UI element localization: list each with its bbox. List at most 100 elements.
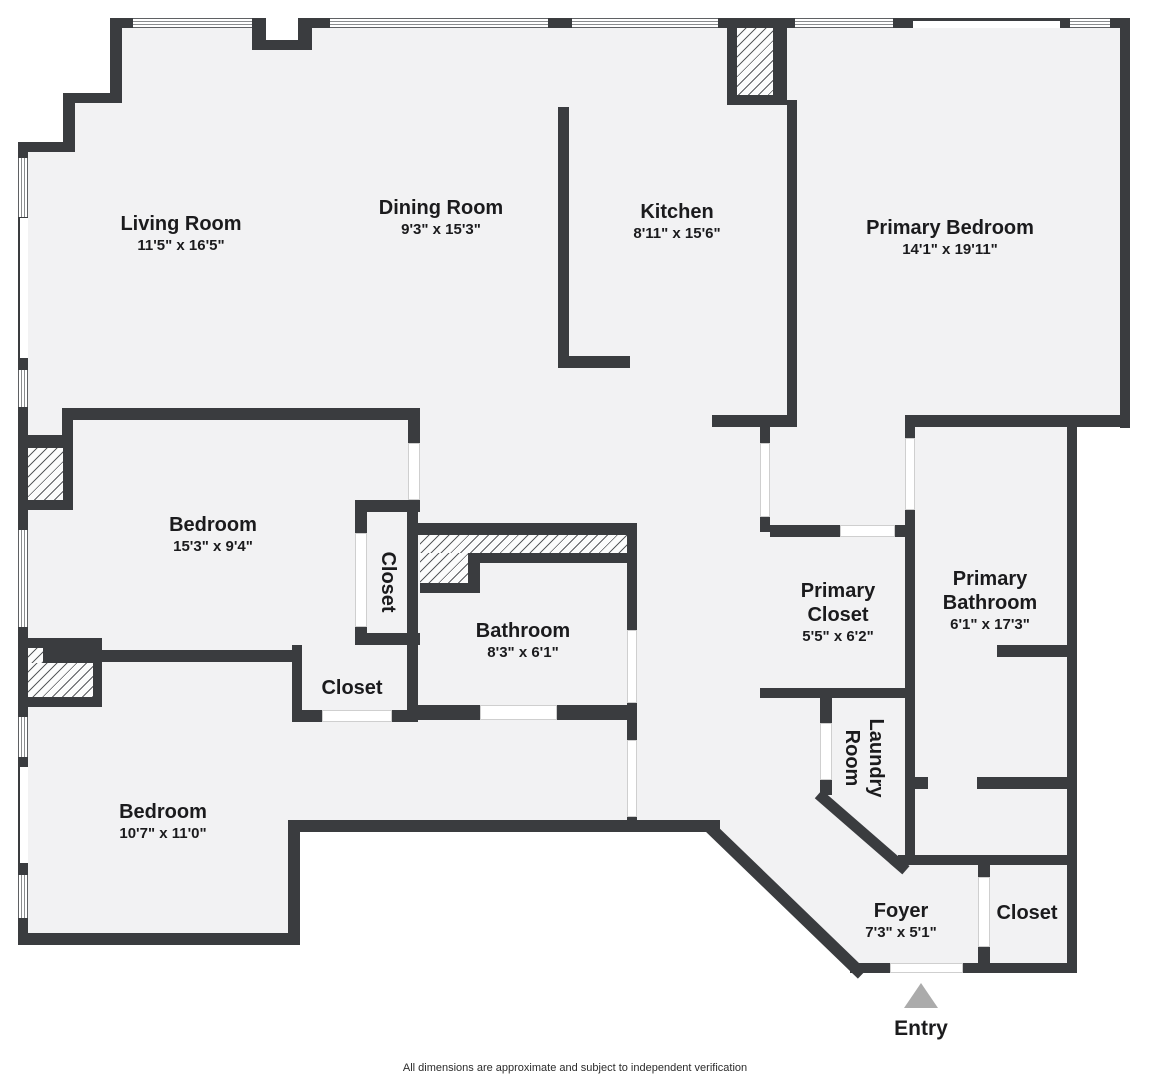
wall	[468, 553, 627, 563]
room-dims: 11'5" x 16'5"	[137, 236, 225, 254]
room-dims: 7'3" x 5'1"	[865, 923, 937, 941]
room-name: Primary Bedroom	[866, 216, 1034, 239]
door-opening	[355, 533, 367, 627]
room-label-bathroom: Bathroom 8'3" x 6'1"	[476, 619, 570, 663]
room-label-laundry-room: Laundry Room	[840, 712, 888, 804]
room-label-living-room: Living Room 11'5" x 16'5"	[120, 212, 241, 256]
window	[1070, 18, 1110, 28]
door-opening	[480, 705, 557, 720]
room-dims: 5'5" x 6'2"	[802, 627, 874, 645]
room-label-bedroom-2: Bedroom 10'7" x 11'0"	[119, 800, 207, 844]
entry-label: Entry	[894, 1017, 948, 1040]
wall	[407, 512, 418, 720]
wall	[62, 408, 420, 420]
wall	[760, 688, 915, 698]
room-dims: 8'11" x 15'6"	[633, 224, 721, 242]
room-name: Closet	[321, 677, 383, 699]
hatch-area	[420, 553, 468, 583]
wall	[898, 855, 1070, 865]
wall	[93, 650, 302, 662]
door-opening	[627, 740, 637, 817]
window	[18, 875, 28, 918]
room-label-closet-3: Closet	[996, 901, 1057, 925]
room-label-primary-closet: Primary Closet 5'5" x 6'2"	[783, 579, 893, 647]
window	[18, 717, 28, 757]
wall	[288, 820, 300, 945]
floor-area	[18, 425, 1077, 832]
room-label-closet-2: Closet	[321, 676, 382, 700]
hatch-area	[737, 28, 773, 95]
hatch-area	[28, 663, 93, 697]
wall	[288, 820, 720, 832]
room-label-primary-bathroom: Primary Bathroom 6'1" x 17'3"	[925, 567, 1055, 635]
room-label-foyer: Foyer 7'3" x 5'1"	[865, 899, 936, 943]
door-opening	[408, 443, 420, 500]
room-dims: 14'1" x 19'11"	[902, 240, 998, 258]
door-opening	[840, 525, 895, 537]
window	[330, 18, 548, 28]
wall	[905, 415, 1127, 427]
room-name: Bedroom	[169, 513, 257, 536]
hatch-area	[420, 535, 627, 553]
floor-area	[18, 832, 300, 945]
hatch-area	[28, 448, 63, 500]
room-name: Primary Bathroom	[942, 567, 1038, 614]
notch-opening	[266, 12, 298, 40]
window	[795, 18, 893, 28]
room-name: Closet	[996, 902, 1058, 924]
wall	[18, 142, 75, 152]
door-opening	[905, 438, 915, 510]
wall	[997, 645, 1067, 657]
entry-arrow-icon	[904, 983, 938, 1008]
room-name: Bathroom	[475, 619, 571, 642]
room-dims: 6'1" x 17'3"	[950, 615, 1030, 633]
window	[18, 158, 28, 217]
door-opening	[820, 723, 832, 780]
window	[18, 530, 28, 627]
room-name: Dining Room	[378, 196, 504, 219]
wall	[1067, 425, 1077, 973]
room-name: Closet	[377, 551, 399, 613]
room-label-kitchen: Kitchen 8'11" x 15'6"	[633, 200, 720, 244]
wall	[63, 93, 75, 152]
wall	[355, 633, 420, 645]
disclaimer-text: All dimensions are approximate and subje…	[402, 1062, 748, 1074]
room-name: Foyer	[873, 899, 929, 922]
window	[133, 18, 252, 28]
outside-area	[0, 0, 66, 148]
room-label-dining-room: Dining Room 9'3" x 15'3"	[379, 196, 503, 240]
room-name: Living Room	[120, 212, 242, 235]
window	[572, 18, 718, 28]
room-label-primary-bedroom: Primary Bedroom 14'1" x 19'11"	[866, 216, 1034, 260]
wall	[915, 777, 928, 789]
wall	[1120, 18, 1130, 428]
wall	[62, 408, 73, 448]
thin-wall	[20, 767, 28, 863]
wall	[418, 523, 637, 535]
wall	[712, 415, 797, 427]
room-name: Bedroom	[119, 800, 207, 823]
door-opening	[322, 710, 392, 722]
entry-door-opening	[890, 963, 963, 973]
thin-wall	[20, 218, 28, 358]
door-opening	[627, 630, 637, 703]
wall	[292, 645, 302, 722]
room-dims: 8'3" x 6'1"	[487, 643, 559, 661]
door-opening	[760, 443, 770, 517]
wall	[18, 933, 300, 945]
window	[18, 370, 28, 407]
room-name: Kitchen	[640, 200, 714, 223]
room-label-bedroom-1: Bedroom 15'3" x 9'4"	[169, 513, 257, 557]
wall	[558, 356, 630, 368]
wall	[420, 583, 480, 593]
wall	[905, 537, 915, 865]
room-dims: 15'3" x 9'4"	[173, 537, 253, 555]
wall	[558, 107, 569, 368]
wall	[355, 500, 420, 512]
door-opening	[978, 877, 990, 947]
wall	[63, 93, 122, 103]
room-name: Primary Closet	[800, 579, 876, 626]
room-dims: 10'7" x 11'0"	[119, 824, 207, 842]
thin-wall	[913, 21, 1060, 28]
